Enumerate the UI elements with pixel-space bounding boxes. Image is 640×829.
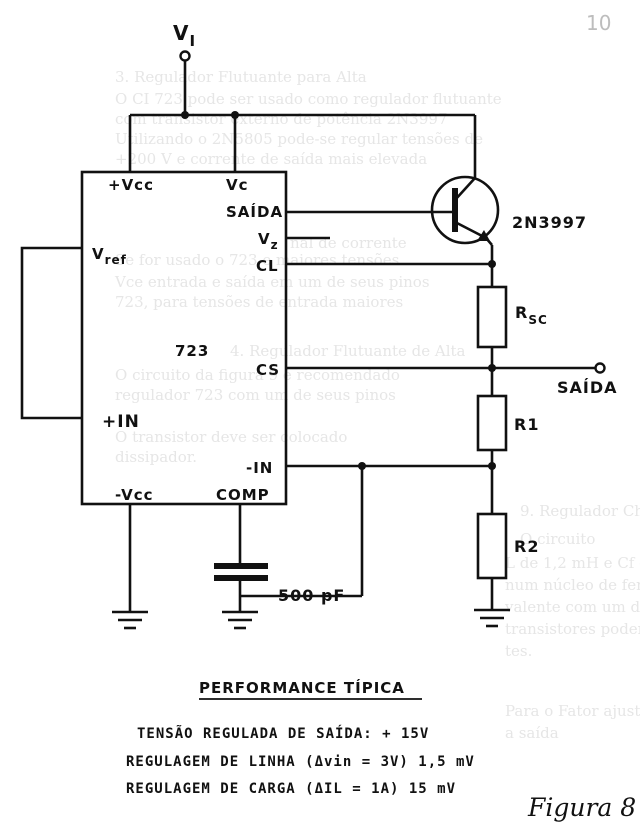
pin-vcc-pos: +Vcc — [108, 176, 154, 194]
figure-caption: Figura 8 — [527, 793, 636, 822]
ground-symbol-left — [112, 610, 148, 630]
pin-in-neg: -IN — [246, 459, 273, 477]
svg-text:L de 1,2 mH e Cf de 1000 uF: L de 1,2 mH e Cf de 1000 uF — [505, 554, 640, 572]
svg-text:9. Regulador Chaveado: 9. Regulador Chaveado — [520, 502, 640, 520]
svg-text:O circuito: O circuito — [520, 530, 595, 548]
svg-text:valente com um diodo de: valente com um diodo de — [504, 598, 640, 616]
svg-text:Vce entrada e saída em um de s: Vce entrada e saída em um de seus pinos — [114, 273, 430, 291]
performance-title: PERFORMANCE TÍPICA — [199, 678, 405, 697]
pin-in-pos: +IN — [102, 412, 140, 432]
svg-text:transistores podem ser substit: transistores podem ser substituídos — [505, 620, 640, 638]
rsc-label: RSC — [515, 303, 548, 327]
capacitor-500pf — [214, 563, 268, 581]
svg-text:O circuito da figura 9 é recom: O circuito da figura 9 é recomendado — [115, 366, 400, 384]
performance-line-3: REGULAGEM DE CARGA (ΔIL = 1A) 15 mV — [126, 781, 456, 797]
svg-text:O transistor deve ser colocado: O transistor deve ser colocado — [115, 428, 347, 446]
resistor-r2 — [476, 512, 508, 580]
page-number: 10 — [586, 11, 611, 35]
input-voltage-label: VI — [173, 21, 196, 50]
svg-text:com transistor externo de potê: com transistor externo de potência 2N399… — [115, 110, 447, 128]
performance-line-1: TENSÃO REGULADA DE SAÍDA: + 15V — [137, 725, 429, 742]
svg-text:regulador 723 com um de seus p: regulador 723 com um de seus pinos — [115, 386, 396, 404]
svg-text:Para o Fator ajustando: Para o Fator ajustando — [505, 702, 640, 720]
resistor-rsc — [476, 285, 508, 349]
svg-text:+200 V e corrente de saída mai: +200 V e corrente de saída mais elevada — [115, 150, 427, 168]
pin-saida: SAÍDA — [226, 202, 283, 221]
input-terminal — [179, 50, 191, 62]
pin-cl: CL — [256, 257, 279, 275]
pin-vref: Vref — [92, 245, 127, 267]
svg-text:Utilizando o 2N5805 pode-se re: Utilizando o 2N5805 pode-se regular tens… — [115, 130, 483, 148]
output-label: SAÍDA — [557, 378, 618, 397]
pin-vc: Vc — [226, 176, 249, 194]
ic-723-body — [80, 170, 288, 506]
pin-comp: COMP — [216, 486, 270, 504]
svg-text:dissipador.: dissipador. — [115, 448, 197, 466]
pin-cs: CS — [256, 361, 280, 379]
resistor-r1 — [476, 394, 508, 452]
transistor-2n3997 — [430, 175, 500, 246]
svg-text:723, para tensões de entrada m: 723, para tensões de entrada maiores — [115, 293, 403, 311]
ground-symbol-center — [222, 596, 258, 630]
output-terminal — [594, 362, 606, 374]
ic-part-number: 723 — [175, 342, 209, 360]
pin-vcc-neg: -Vcc — [115, 486, 154, 504]
transistor-label: 2N3997 — [512, 213, 587, 232]
performance-line-2: REGULAGEM DE LINHA (Δvin = 3V) 1,5 mV — [126, 754, 475, 770]
pin-vz: Vz — [258, 230, 279, 252]
svg-text:num núcleo de ferrite 2N3866: num núcleo de ferrite 2N3866 — [505, 576, 640, 594]
svg-text:3. Regulador Flutuante para Al: 3. Regulador Flutuante para Alta — [115, 68, 367, 86]
r1-label: R1 — [514, 415, 539, 434]
svg-text:O CI 723 pode ser usado como r: O CI 723 pode ser usado como regulador f… — [115, 90, 502, 108]
vref-in-loop — [20, 246, 82, 420]
svg-text:tes.: tes. — [505, 642, 532, 660]
background-text: 3. Regulador Flutuante para Alta O CI 72… — [114, 68, 640, 742]
svg-text:4. Regulador Flutuante de Alta: 4. Regulador Flutuante de Alta — [230, 342, 466, 360]
r2-label: R2 — [514, 537, 539, 556]
svg-text:a saída: a saída — [505, 724, 559, 742]
ground-symbol-right — [474, 608, 510, 628]
